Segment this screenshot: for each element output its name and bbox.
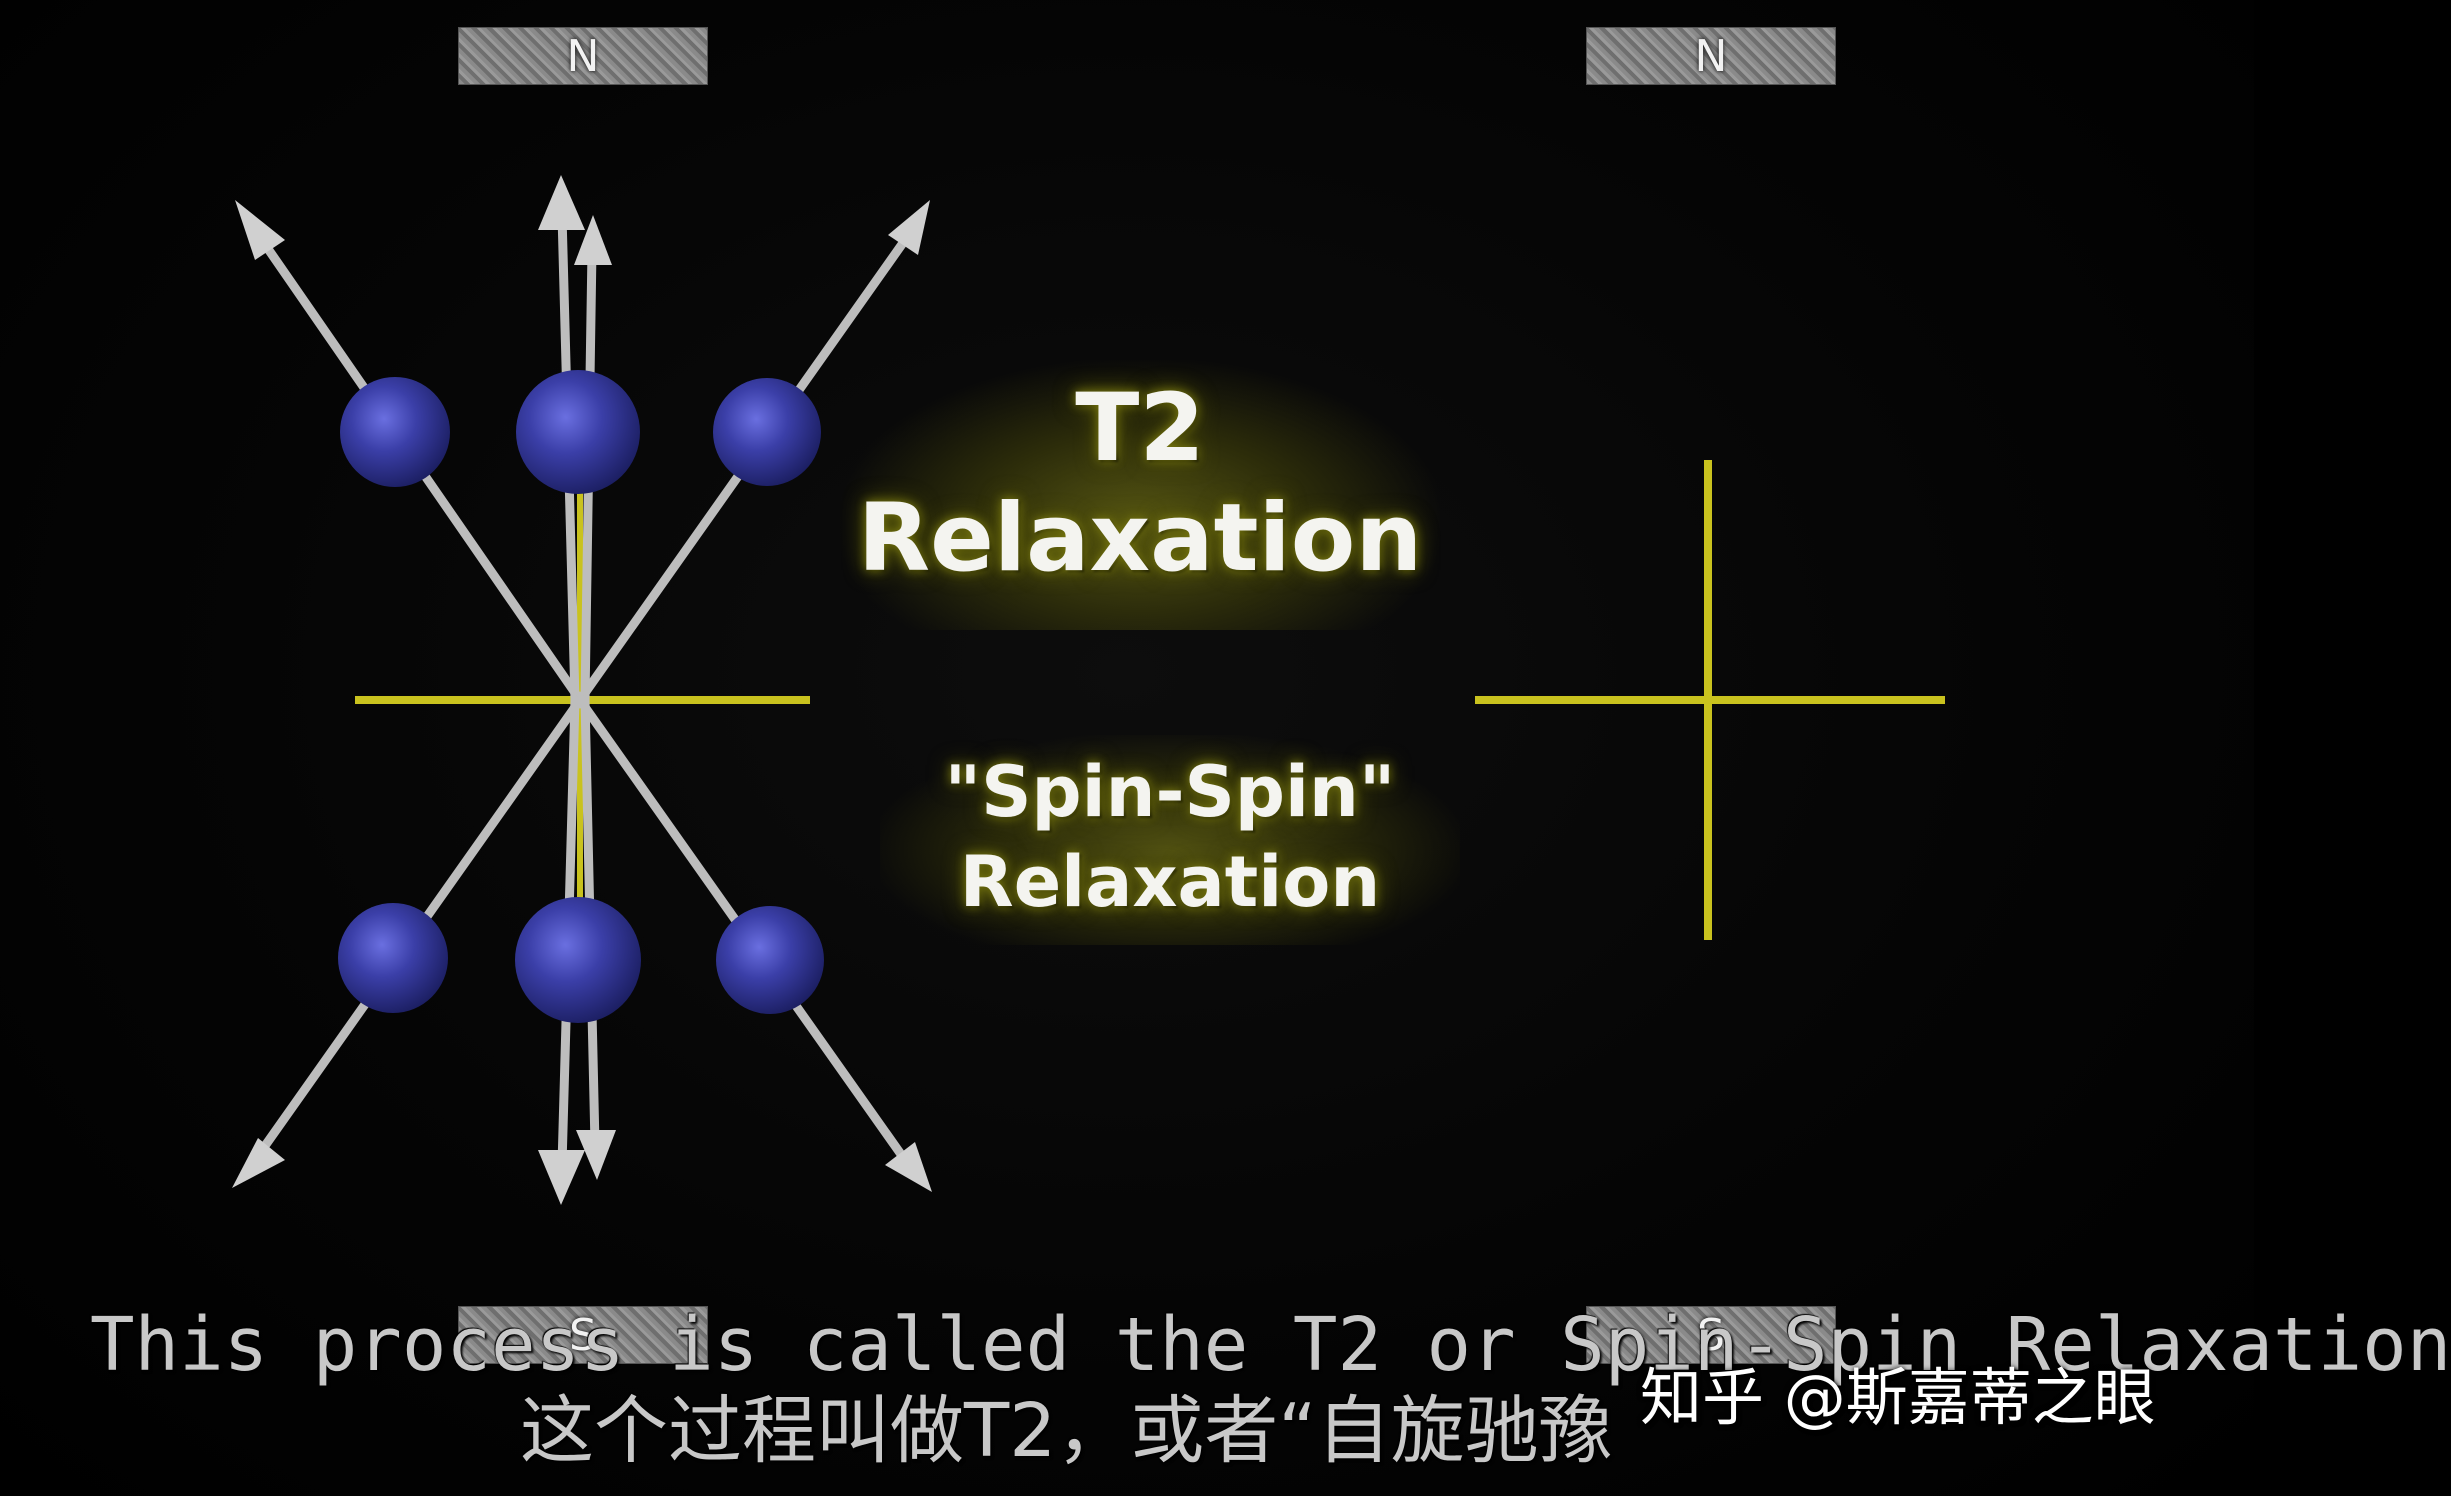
spin-ball-lower-center-icon: [515, 897, 641, 1023]
south-magnet-right: S: [1586, 1306, 1836, 1364]
spin-ball-lower-left-icon: [338, 903, 448, 1013]
arrowhead-upper-left-icon: [235, 200, 285, 260]
caption-chinese: 这个过程叫做T2，或者“自旋驰豫: [520, 1388, 1613, 1474]
arrowhead-upper-center-icon: [538, 175, 585, 230]
subtitle-spin-spin: "Spin-Spin": [944, 751, 1396, 833]
caption-english: This process is called the T2 or Spin-Sp…: [90, 1302, 2451, 1388]
title-relaxation: Relaxation: [857, 484, 1423, 593]
spin-diagram: [232, 175, 1945, 1205]
title-glow-box: T2 Relaxation: [840, 360, 1440, 630]
title-t2: T2: [1075, 374, 1205, 483]
spin-ball-upper-center-icon: [516, 370, 640, 494]
spin-ball-upper-left-icon: [340, 377, 450, 487]
arrowhead-lower-center-icon: [538, 1150, 585, 1205]
subtitle-glow-box: "Spin-Spin" Relaxation: [880, 735, 1460, 945]
arrowhead-lower-left-icon: [232, 1138, 285, 1188]
arrowhead-lower-right-icon: [885, 1142, 932, 1192]
north-magnet-right: N: [1586, 27, 1836, 85]
watermark: 知乎 @斯嘉蒂之眼: [1640, 1361, 2156, 1434]
subtitle-relaxation: Relaxation: [959, 841, 1381, 923]
arrowhead-upper-right-icon: [888, 200, 930, 255]
north-magnet-left: N: [458, 27, 708, 85]
south-magnet-left: S: [458, 1306, 708, 1364]
spin-ball-upper-right-icon: [713, 378, 821, 486]
spin-ball-lower-right-icon: [716, 906, 824, 1014]
arrowhead-lower-center-2-icon: [576, 1130, 616, 1180]
arrowhead-upper-center-2-icon: [574, 215, 612, 265]
